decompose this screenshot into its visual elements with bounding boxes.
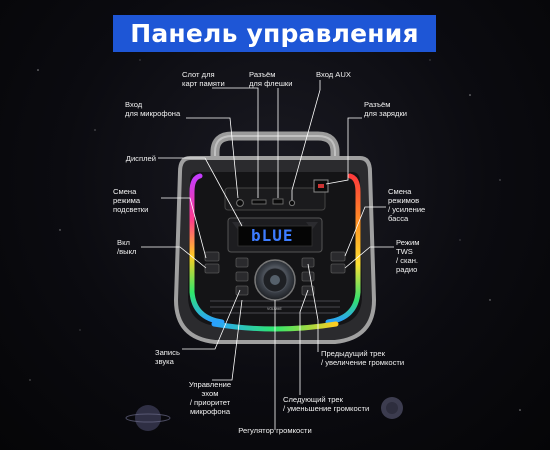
line-tws (344, 246, 394, 269)
label-prev-track: Предыдущий трек / увеличение громкости (321, 349, 405, 367)
label-aux-in: Вход AUX (316, 70, 351, 79)
left-button-column (204, 251, 249, 296)
label-echo: Управление эхом / приоритет микрофона (188, 380, 232, 416)
line-display (158, 157, 243, 227)
label-power: Вкл /выкл (117, 238, 137, 256)
usb-slot (272, 198, 284, 205)
label-next-track: Следующий трек / уменьшение громкости (283, 395, 370, 413)
aux-jack (288, 199, 296, 207)
line-next (299, 289, 309, 395)
rgb-light-left (189, 173, 225, 325)
line-power (141, 246, 207, 269)
line-prev (307, 263, 319, 352)
planet-left-icon (125, 405, 171, 431)
label-light-mode: Смена режима подсветки (113, 187, 149, 214)
label-bass-mode: Смена режимов / усиление басса (388, 187, 426, 223)
label-display: Дисплей (125, 154, 156, 163)
planet-right-icon (381, 397, 403, 419)
line-record (182, 289, 241, 350)
line-card-slot (212, 87, 259, 198)
line-charge (325, 117, 362, 185)
line-echo (212, 299, 243, 381)
display-readout: bLUE (251, 226, 294, 245)
label-charge-port: Разъём для зарядки (364, 100, 408, 118)
line-mic-in (186, 117, 239, 199)
label-card-slot: Слот для карт памяти (182, 70, 225, 88)
line-bass-mode (344, 206, 386, 257)
line-light-mode (161, 197, 207, 259)
line-aux (291, 80, 321, 200)
label-record: Запись звука (155, 348, 180, 366)
rgb-light-right (325, 173, 361, 325)
label-mic-in: Вход для микрофона (125, 100, 181, 118)
page-title: Панель управления (113, 15, 436, 52)
label-tws-mode: Режим TWS / скан. радио (396, 238, 420, 274)
card-slot (251, 199, 267, 205)
label-volume-knob: Регулятор громкости (238, 426, 312, 435)
mic-jack (236, 199, 244, 207)
label-usb-port: Разъём для флешки (249, 70, 293, 88)
